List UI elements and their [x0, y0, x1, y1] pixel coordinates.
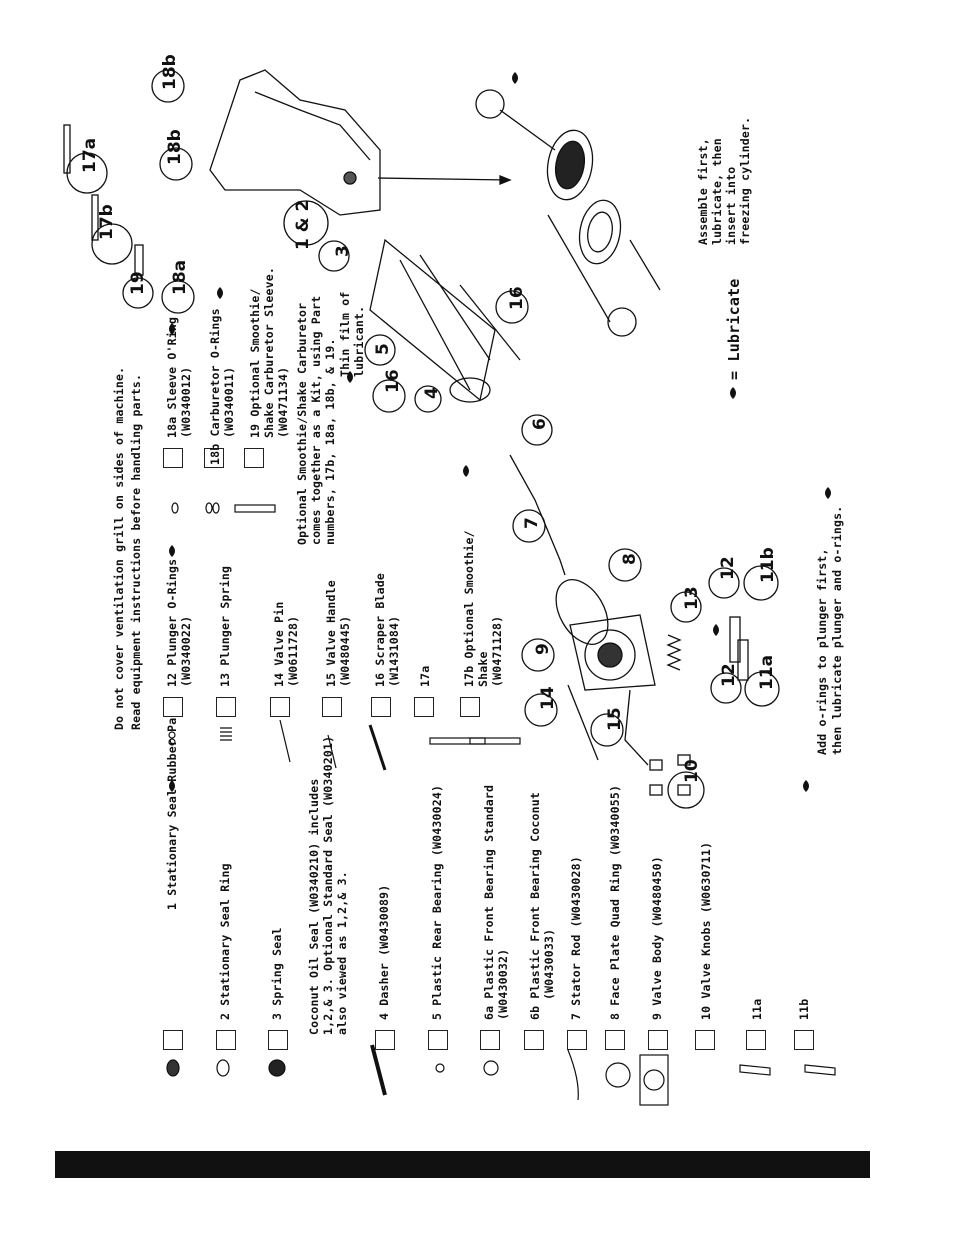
callout-circle-15 — [590, 713, 624, 747]
callout-circle-3 — [318, 240, 350, 272]
callout-circle-1-2 — [283, 200, 329, 246]
callout-circle-8 — [608, 548, 642, 582]
lubricate-drop-icon — [169, 323, 175, 335]
callout-circle-18b-mid — [159, 147, 193, 181]
callout-circle-7 — [512, 509, 546, 543]
lubricate-drop-icon — [825, 487, 831, 499]
callout-circle-16-right — [495, 290, 529, 324]
callout-circle-12-top — [708, 567, 740, 599]
lubricate-drop-icon — [169, 780, 175, 792]
callout-circle-13 — [670, 591, 702, 623]
lubricate-drop-icon — [803, 780, 809, 792]
lubricate-drop-icon — [463, 465, 469, 477]
footer-bar — [55, 1151, 870, 1178]
callout-circle-18a — [161, 280, 195, 314]
callout-circle-ref-b — [607, 307, 637, 337]
lubricate-drop-icon — [730, 387, 736, 399]
lubricate-drop-icon — [347, 371, 353, 383]
lubricate-drop-icon — [512, 72, 518, 84]
callout-circle-14 — [524, 693, 558, 727]
seal-ring-small — [578, 199, 622, 265]
callout-circle-10 — [667, 771, 705, 809]
callout-circle-12-bottom — [710, 672, 742, 704]
callout-circle-11b — [743, 565, 779, 601]
carburetor-tube-17b — [91, 194, 99, 241]
plunger-11a — [737, 639, 749, 681]
callout-circle-ref-a — [475, 89, 505, 119]
lubricate-drop-icon — [713, 624, 719, 636]
lubricate-drop-icon — [217, 287, 223, 299]
callout-circle-11a — [744, 671, 780, 707]
callout-circle-6 — [521, 414, 553, 446]
hopper-outline — [209, 69, 381, 216]
carburetor-tube-17a — [63, 124, 71, 174]
callout-circle-4 — [414, 385, 442, 413]
callout-circle-9 — [521, 638, 555, 672]
callout-circle-19 — [122, 277, 154, 309]
callout-circle-17a — [66, 152, 108, 194]
callout-circle-18b-top — [151, 69, 185, 103]
callout-circle-16-left — [372, 379, 406, 413]
quad-ring — [555, 579, 609, 645]
stator-rod — [509, 454, 566, 576]
sleeve-19 — [134, 244, 144, 276]
seal-ring-large — [546, 129, 594, 201]
lubricate-drop-icon — [169, 545, 175, 557]
callout-circle-17b — [91, 223, 133, 265]
callout-circle-5 — [364, 334, 396, 366]
valve-body — [569, 614, 656, 691]
